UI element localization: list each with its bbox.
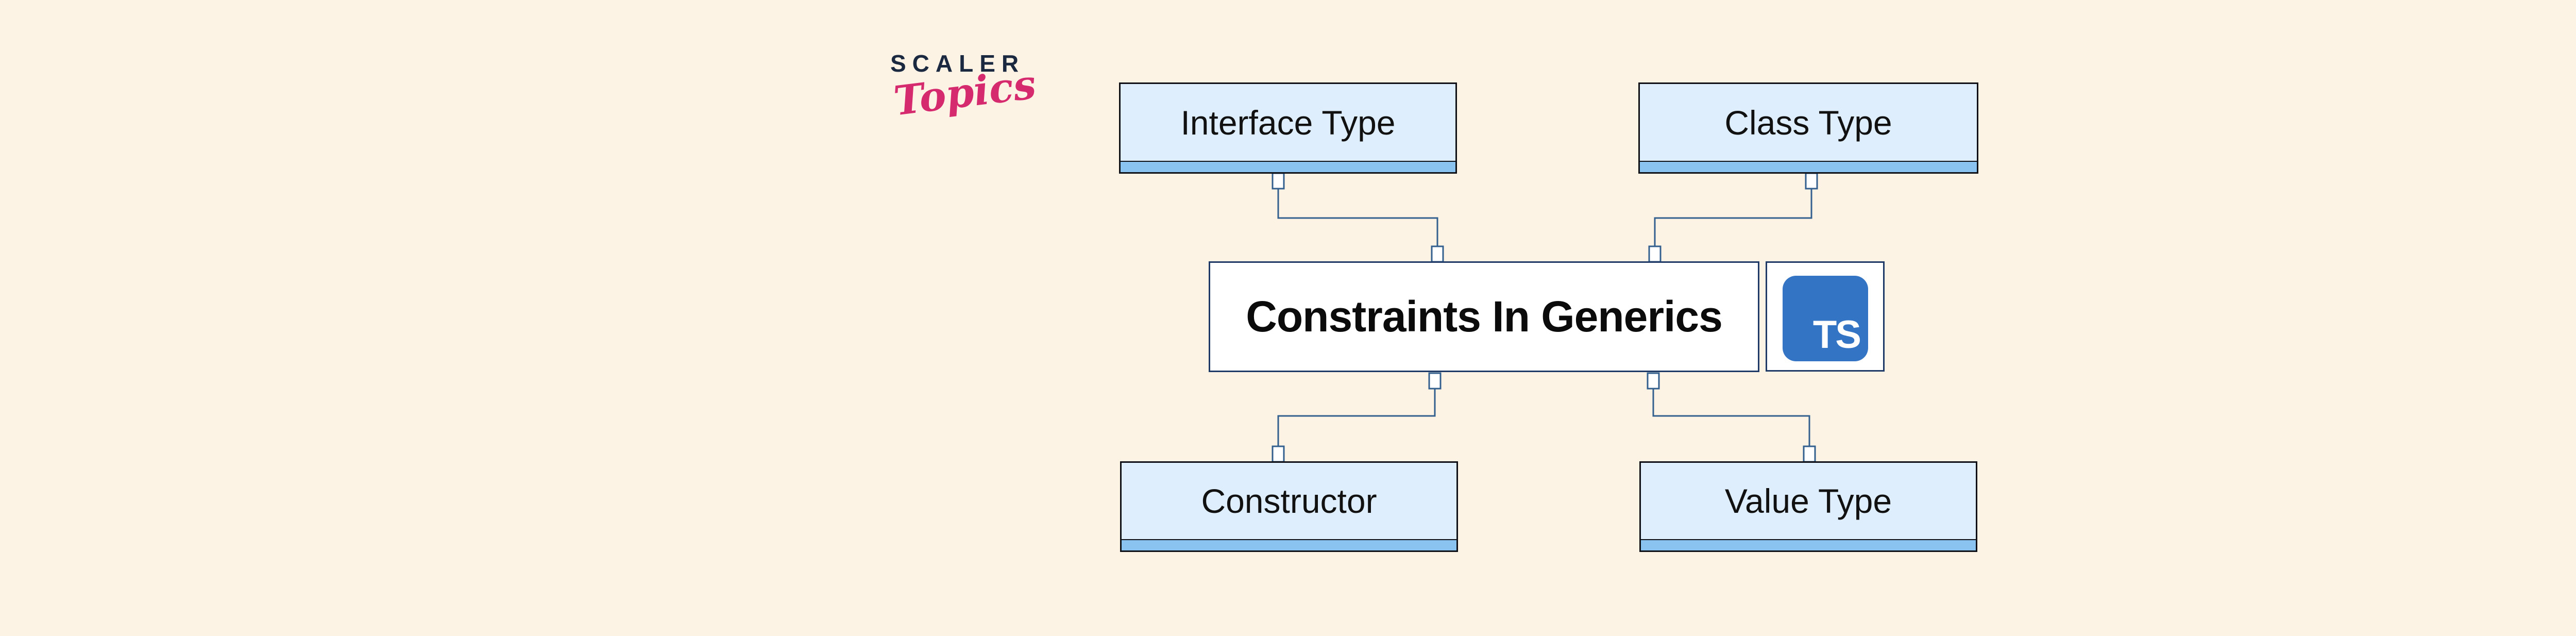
node-interface-type-label: Interface Type [1180,103,1396,142]
center-node: Constraints In Generics [1209,261,1759,372]
node-constructor-label: Constructor [1201,482,1377,520]
node-interface-type-strip [1121,161,1455,172]
port-center-bottom-left [1428,372,1442,390]
node-value-type-label: Value Type [1724,482,1892,520]
port-center-top-right [1648,245,1662,263]
node-interface-type: Interface Type [1119,82,1457,174]
node-class-type: Class Type [1638,82,1978,174]
center-node-title: Constraints In Generics [1246,292,1723,341]
node-constructor: Constructor [1120,461,1458,552]
port-center-bottom-right [1647,372,1660,390]
port-class-bottom [1805,172,1818,190]
connector-center-to-value [1652,388,1810,447]
node-class-type-strip [1640,161,1977,172]
node-class-type-label: Class Type [1724,103,1892,142]
ts-logo-box: TS [1766,261,1885,372]
node-value-type-strip [1641,539,1976,550]
port-value-top [1803,445,1816,463]
connector-center-to-constructor [1277,388,1436,447]
port-center-top-left [1431,245,1444,263]
node-constructor-strip [1122,539,1456,550]
typescript-icon-letters: TS [1812,313,1861,357]
node-value-type: Value Type [1639,461,1977,552]
scaler-brand-text: SCALER [890,50,1025,77]
port-constructor-top [1272,445,1285,463]
port-interface-bottom [1272,172,1285,190]
connector-class-to-center [1654,188,1812,247]
connector-interface-to-center [1277,188,1438,247]
typescript-icon: TS [1783,276,1868,361]
scaler-topics-logo: SCALER Topics [890,49,1039,158]
